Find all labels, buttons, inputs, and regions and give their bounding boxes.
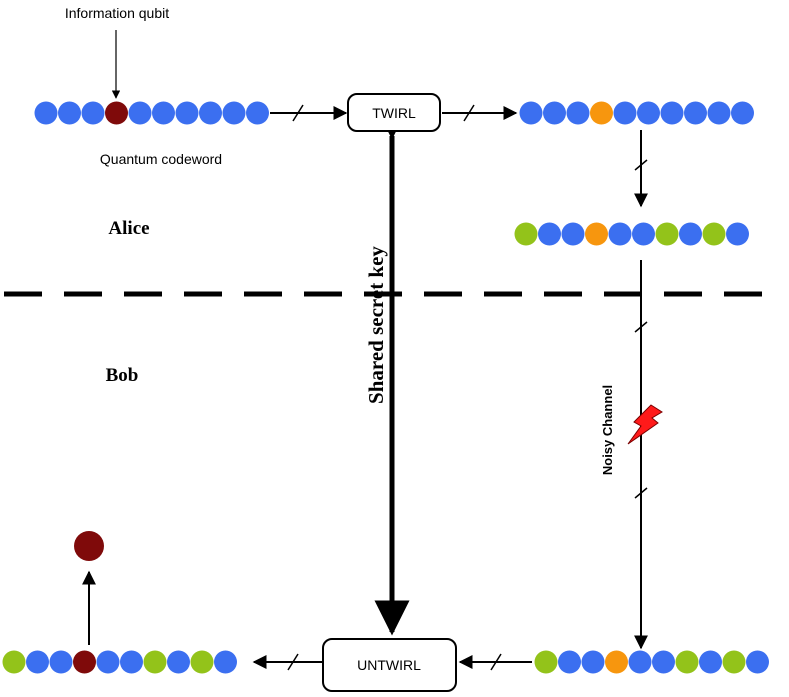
- recovered-info-qubit: [74, 531, 104, 561]
- qubit-blue: [679, 222, 702, 246]
- untwirl-label: UNTWIRL: [357, 657, 421, 673]
- bus-slash: [634, 487, 648, 499]
- untwirl-box: [322, 638, 457, 692]
- qubit-green: [514, 222, 538, 246]
- bob-received-qubit-row: [534, 650, 769, 674]
- qubit-dark_red: [73, 650, 96, 674]
- qubit-blue: [96, 650, 120, 674]
- bus-slash: [490, 653, 502, 671]
- qubit-blue: [128, 101, 152, 125]
- qubit-green: [722, 650, 746, 674]
- qubit-green: [2, 650, 26, 674]
- qubit-blue: [699, 650, 722, 674]
- qubit-green: [143, 650, 167, 674]
- qubit-orange: [590, 101, 613, 125]
- codeword-label: Quantum codeword: [100, 151, 222, 167]
- bus-slash: [634, 159, 648, 171]
- qubit-blue: [120, 650, 143, 674]
- qubit-blue: [637, 101, 660, 125]
- qubit-blue: [684, 101, 707, 125]
- qubit-blue: [214, 650, 237, 674]
- qubit-blue: [538, 222, 561, 246]
- bob-output-qubit-row: [2, 650, 237, 674]
- bus-slash: [292, 104, 304, 122]
- alice-label: Alice: [108, 218, 149, 239]
- qubit-blue: [58, 101, 81, 125]
- qubit-blue: [707, 101, 731, 125]
- qubit-orange: [585, 222, 608, 246]
- qubit-orange: [605, 650, 628, 674]
- qubit-dark_red: [105, 101, 128, 125]
- twirl-label: TWIRL: [372, 105, 416, 121]
- qubit-blue: [581, 650, 605, 674]
- shared-key-label: Shared secret key: [364, 246, 388, 404]
- qubit-green: [190, 650, 214, 674]
- alice-noisy-qubit-row: [514, 222, 749, 246]
- noisy-channel-label: Noisy Channel: [600, 385, 615, 475]
- qubit-blue: [726, 222, 749, 246]
- qubit-blue: [199, 101, 222, 125]
- info-qubit-label: Information qubit: [65, 5, 169, 21]
- qubit-blue: [660, 101, 684, 125]
- qubit-blue: [558, 650, 581, 674]
- bus-slash: [634, 321, 648, 333]
- qubit-green: [534, 650, 558, 674]
- twirl-box: [347, 93, 441, 132]
- qubit-blue: [152, 101, 175, 125]
- qubit-blue: [543, 101, 566, 125]
- bob-label: Bob: [106, 365, 139, 386]
- qubit-blue: [566, 101, 590, 125]
- qubit-green: [675, 650, 699, 674]
- bus-slash: [463, 104, 475, 122]
- bus-slash: [287, 653, 299, 671]
- qubit-blue: [731, 101, 754, 125]
- qubit-blue: [561, 222, 585, 246]
- qubit-blue: [222, 101, 246, 125]
- qubit-blue: [632, 222, 655, 246]
- qubit-blue: [746, 650, 769, 674]
- qubit-green: [702, 222, 726, 246]
- qubit-blue: [167, 650, 190, 674]
- lightning-icon: [627, 404, 663, 445]
- qubit-blue: [26, 650, 49, 674]
- qubit-blue: [608, 222, 632, 246]
- qubit-blue: [49, 650, 73, 674]
- qubit-green: [655, 222, 679, 246]
- qubit-blue: [652, 650, 675, 674]
- qubit-blue: [519, 101, 543, 125]
- qubit-blue: [628, 650, 652, 674]
- qubit-blue: [34, 101, 58, 125]
- codeword-qubit-row: [34, 101, 269, 125]
- qubit-blue: [175, 101, 199, 125]
- qubit-blue: [613, 101, 637, 125]
- qubit-blue: [81, 101, 105, 125]
- twirled-qubit-row: [519, 101, 754, 125]
- qubit-blue: [246, 101, 269, 125]
